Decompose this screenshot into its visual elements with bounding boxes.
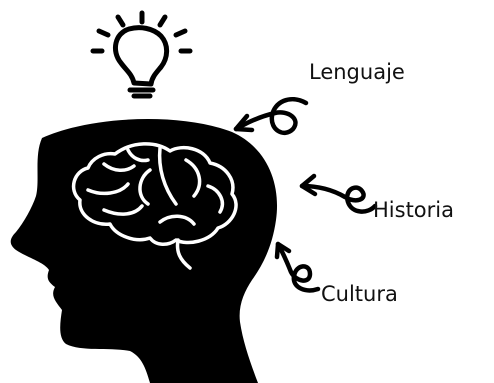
lightbulb-icon (90, 10, 193, 99)
arrow-to-culture (274, 241, 321, 293)
label-language: Lenguaje (309, 60, 405, 84)
arrow-to-language (233, 97, 309, 135)
brain-icon (71, 142, 238, 270)
curly-arrows (233, 97, 378, 293)
label-history: Historia (373, 198, 454, 222)
arrow-to-history (299, 173, 378, 214)
label-culture: Cultura (321, 282, 398, 306)
head-silhouette-icon (10, 119, 278, 383)
